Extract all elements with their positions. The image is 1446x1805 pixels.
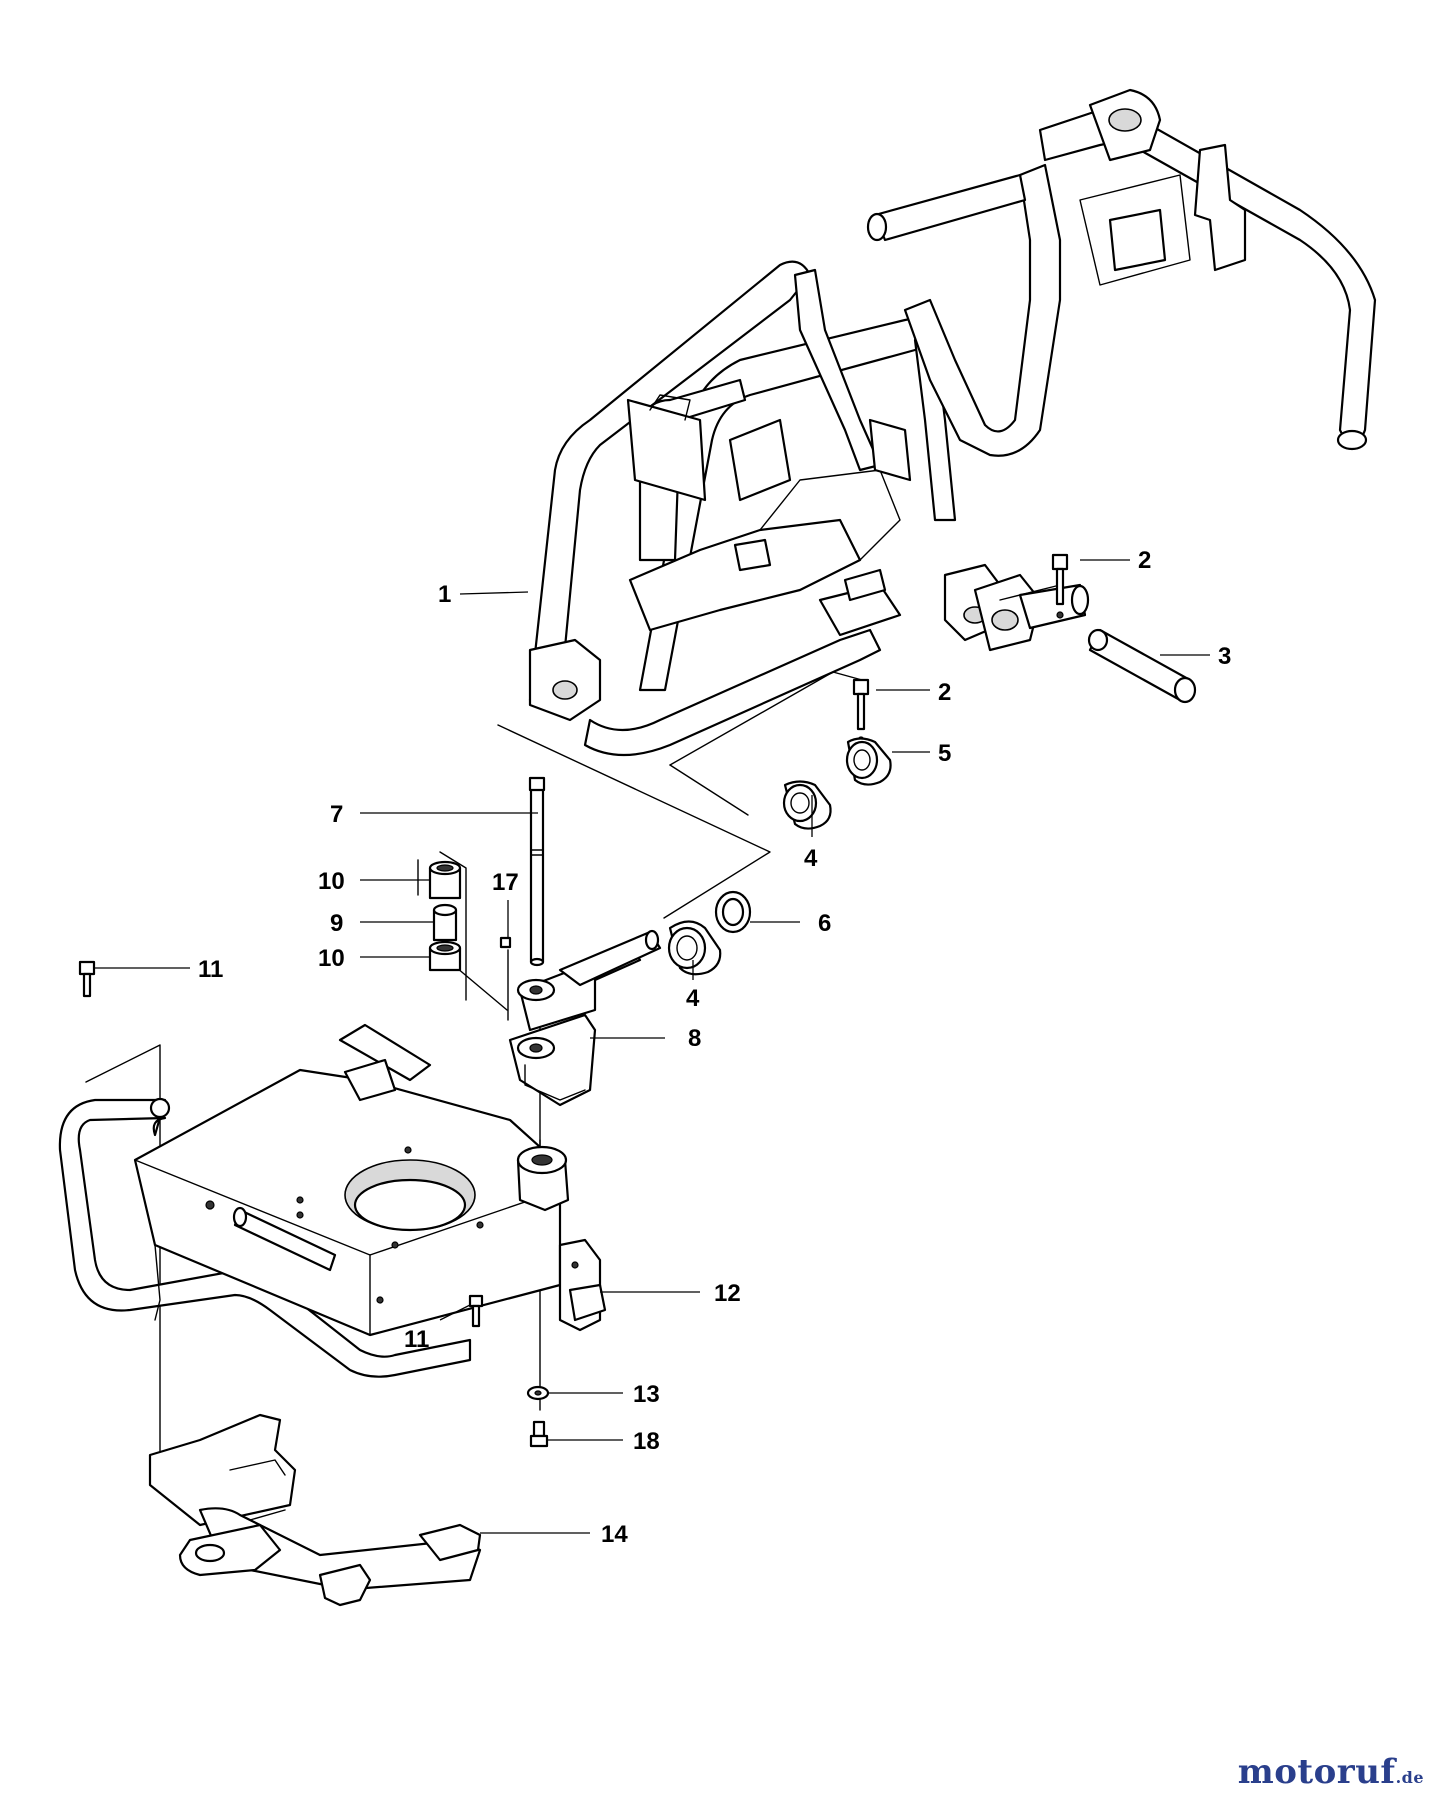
callout-14: 14: [601, 1521, 628, 1548]
bushing-5: [845, 737, 892, 786]
callout-4-lower: 4: [686, 985, 700, 1012]
leader-lines: [94, 559, 1210, 1534]
washer-13: [526, 1385, 550, 1401]
watermark-suffix: .de: [1395, 1768, 1424, 1787]
bushing-4-lower: [667, 920, 722, 976]
callout-8: 8: [688, 1025, 701, 1052]
bolt-11-plate: [468, 1294, 484, 1328]
spacer-9: [432, 903, 458, 942]
callout-4-upper: 4: [804, 845, 818, 872]
callout-3: 3: [1218, 643, 1231, 670]
callout-10-upper: 10: [318, 868, 345, 895]
callout-12: 12: [714, 1280, 741, 1307]
front-chassis: [58, 1023, 570, 1378]
bolt-upper: [1051, 553, 1069, 619]
nut-17: [499, 936, 512, 949]
callout-11-lower: 11: [404, 1326, 429, 1353]
bushing-4-upper: [782, 780, 832, 830]
callout-18: 18: [633, 1428, 660, 1455]
bolt-18: [529, 1420, 549, 1448]
callout-2-lower: 2: [938, 679, 951, 706]
steering-knuckle-8: [508, 929, 662, 1107]
main-frame: [528, 88, 1377, 757]
seal-ring-6: [714, 890, 752, 934]
callout-11-upper: 11: [198, 956, 223, 983]
callout-2-upper: 2: [1138, 547, 1151, 574]
callout-9: 9: [330, 910, 343, 937]
callout-1: 1: [438, 581, 451, 608]
callout-10-lower: 10: [318, 945, 345, 972]
bearing-10-upper: [428, 860, 462, 900]
callout-6: 6: [818, 910, 831, 937]
bearing-10-lower: [428, 940, 462, 972]
callout-7: 7: [330, 801, 343, 828]
pivot-shaft: [1018, 583, 1197, 704]
lower-frame-14: [148, 1413, 482, 1607]
support-bracket-12: [558, 1238, 607, 1332]
watermark-brand: motoruf: [1237, 1752, 1396, 1792]
callout-5: 5: [938, 740, 951, 767]
watermark-logo: motoruf.de: [1238, 1752, 1424, 1792]
bolt-11-standalone: [78, 960, 96, 998]
king-pin-7: [528, 776, 546, 967]
callout-13: 13: [633, 1381, 660, 1408]
callout-17: 17: [492, 869, 519, 896]
callout-labels: 1 2 3 2 5 7 4 10 17 9 6 10 11 4 8 12 11 …: [198, 547, 1231, 1548]
bolt-lower: [852, 678, 870, 744]
assembly-guide-lines: [85, 671, 863, 1476]
